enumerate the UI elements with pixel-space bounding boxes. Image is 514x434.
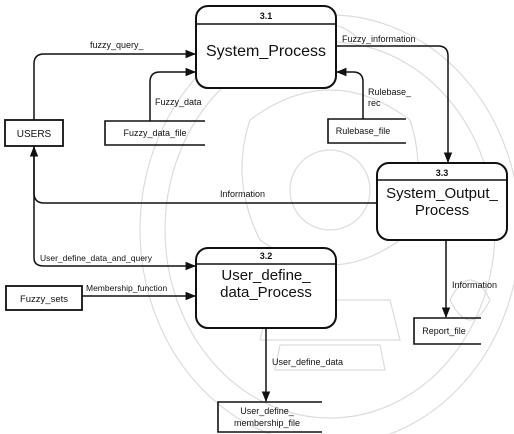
flow-user-define-data-and-query-label: User_define_data_and_query — [40, 253, 153, 263]
store-rulebase-file-label: Rulebase_file — [336, 126, 391, 136]
store-user-define-membership-file-line1: User_define_ — [240, 406, 295, 416]
store-fuzzy-data-file-label: Fuzzy_data_file — [123, 128, 186, 138]
process-name-system-output-line1: System_Output_ — [386, 185, 498, 202]
flow-information-to-users-label: Information — [220, 189, 265, 199]
flow-membership-function-label: Membership_function — [86, 283, 168, 293]
flow-information-to-users-arrow — [29, 145, 376, 204]
process-name-system-output-line2: Process — [415, 202, 469, 219]
flow-fuzzy-query-label: fuzzy_query_ — [90, 40, 145, 50]
store-report-file-label: Report_file — [422, 326, 466, 336]
process-name-user-define-line2: data_Process — [220, 284, 312, 301]
flow-fuzzy-query-arrow — [33, 49, 197, 120]
flow-fuzzy-information-label: Fuzzy_information — [342, 34, 416, 44]
flow-user-define-data-and-query-arrow — [33, 146, 197, 271]
process-id-3-1: 3.1 — [260, 11, 273, 21]
store-user-define-membership-file-line2: membership_file — [234, 418, 300, 428]
process-system-process: 3.1 System_Process — [195, 5, 337, 89]
flow-information-to-report-label: Information — [452, 280, 497, 290]
flow-fuzzy-data-label: Fuzzy_data — [155, 97, 202, 107]
process-name-system-process: System_Process — [206, 43, 326, 60]
flow-rulebase-rec-arrow — [335, 67, 364, 119]
process-user-define-data-process: 3.2 User_define_ data_Process — [195, 247, 337, 329]
entity-users-label: USERS — [17, 129, 52, 140]
process-name-user-define-line1: User_define_ — [221, 267, 311, 284]
flow-rulebase-rec-label-line1: Rulebase_ — [368, 87, 412, 97]
entity-fuzzy-sets: Fuzzy_sets — [5, 285, 83, 311]
flow-rulebase-rec-label-line2: rec — [368, 98, 381, 108]
flow-fuzzy-information-arrow — [337, 45, 453, 164]
store-report-file: Report_file — [413, 317, 481, 345]
process-id-3-3: 3.3 — [436, 168, 449, 178]
flow-user-define-data-label: User_define_data — [272, 357, 343, 367]
entity-fuzzy-sets-label: Fuzzy_sets — [20, 294, 68, 305]
store-rulebase-file: Rulebase_file — [327, 118, 406, 144]
process-system-output-process: 3.3 System_Output_ Process — [376, 162, 508, 241]
store-user-define-membership-file: User_define_ membership_file — [217, 401, 322, 433]
entity-users: USERS — [4, 119, 64, 147]
process-id-3-2: 3.2 — [260, 251, 273, 261]
store-fuzzy-data-file: Fuzzy_data_file — [104, 120, 205, 146]
flow-fuzzy-data-arrow — [149, 67, 197, 121]
